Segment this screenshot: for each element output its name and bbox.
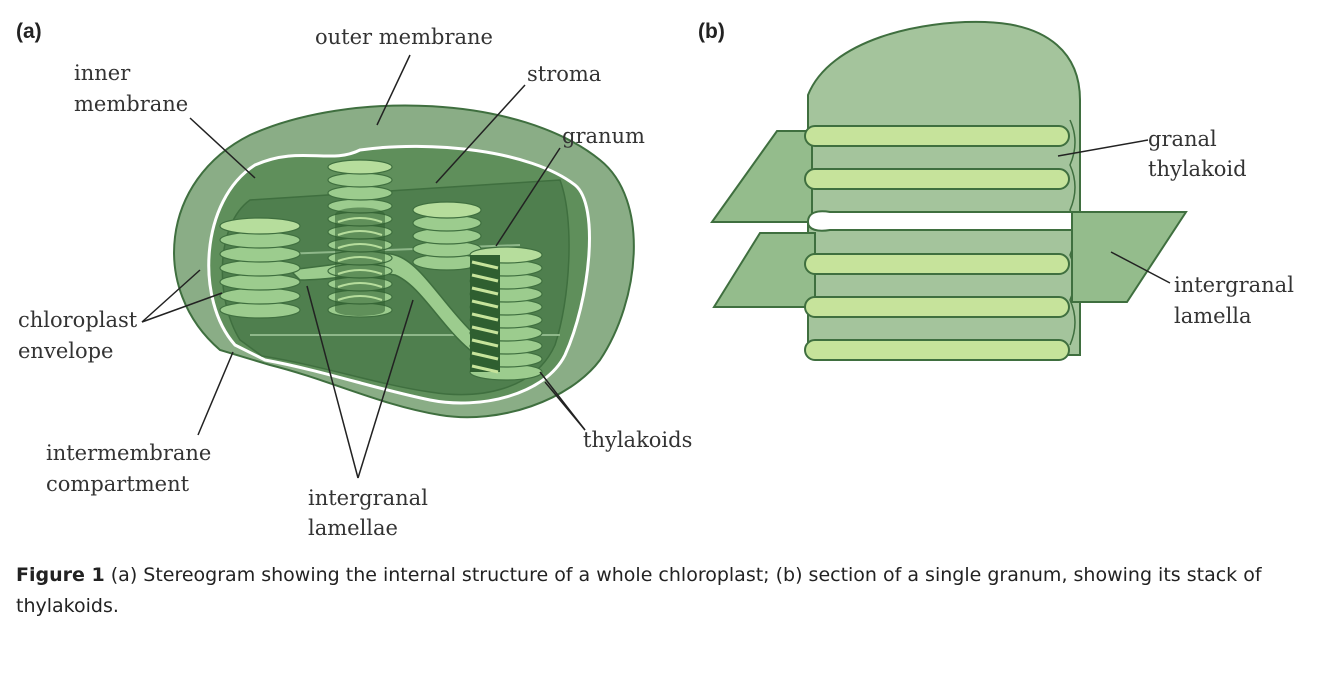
label-lamellae-line2: lamellae (308, 516, 398, 540)
leader-lamellae-2 (357, 299, 414, 479)
leader-inner-membrane (189, 117, 256, 179)
panel-a-tag: (a) (16, 20, 42, 43)
label-granal-line1: granal (1148, 127, 1217, 151)
label-granum: granum (562, 124, 645, 148)
thylakoid-disc-3 (804, 253, 1070, 275)
thylakoid-disc-1 (804, 125, 1070, 147)
label-intermembrane-line2: compartment (46, 472, 190, 496)
figure-caption: Figure 1 (a) Stereogram showing the inte… (16, 560, 1316, 622)
panel-a: (a) (16, 20, 692, 540)
figure-number: Figure 1 (16, 564, 105, 586)
label-lamellae-line1: intergranal (308, 486, 428, 510)
leader-intermembrane (197, 351, 234, 436)
label-inner-membrane-line2: membrane (74, 92, 188, 116)
label-envelope-line1: chloroplast (18, 308, 138, 332)
label-granal-line2: thylakoid (1148, 157, 1247, 181)
granum-stack-left (219, 217, 301, 319)
leader-lamellae-1 (306, 285, 359, 479)
granum-stack-center-right (412, 201, 482, 271)
granum-stack-right (469, 246, 543, 381)
label-intermembrane-line1: intermembrane (46, 441, 211, 465)
panel-b-tag: (b) (698, 20, 725, 43)
lamella-sheet-back (710, 130, 813, 223)
caption-text: (a) Stereogram showing the internal stru… (16, 564, 1262, 617)
label-inner-membrane-line1: inner (74, 61, 131, 85)
label-thylakoids: thylakoids (583, 428, 692, 452)
leader-granal-thylakoid (1057, 139, 1149, 157)
lamella-sheet-right (1071, 211, 1188, 303)
label-outer-membrane: outer membrane (315, 25, 493, 49)
leader-envelope-2 (141, 292, 223, 323)
leader-outer-membrane (376, 54, 411, 126)
label-stroma: stroma (527, 62, 601, 86)
lamella-sheet-front (712, 232, 816, 308)
thylakoid-disc-5 (804, 339, 1070, 361)
label-lamella-line1: intergranal (1174, 273, 1294, 297)
leader-stroma (435, 84, 526, 184)
panel-b: (b) granal thylakoid (698, 20, 1294, 361)
leader-granum (495, 147, 561, 247)
thylakoid-disc-4 (804, 296, 1070, 318)
label-envelope-line2: envelope (18, 339, 113, 363)
label-lamella-line2: lamella (1174, 304, 1252, 328)
granum-stack-center-left (327, 159, 393, 318)
leader-thylakoids-2 (544, 381, 586, 431)
thylakoid-disc-2 (804, 168, 1070, 190)
leader-envelope-1 (141, 269, 201, 323)
leader-intergranal-lamella (1110, 251, 1171, 284)
